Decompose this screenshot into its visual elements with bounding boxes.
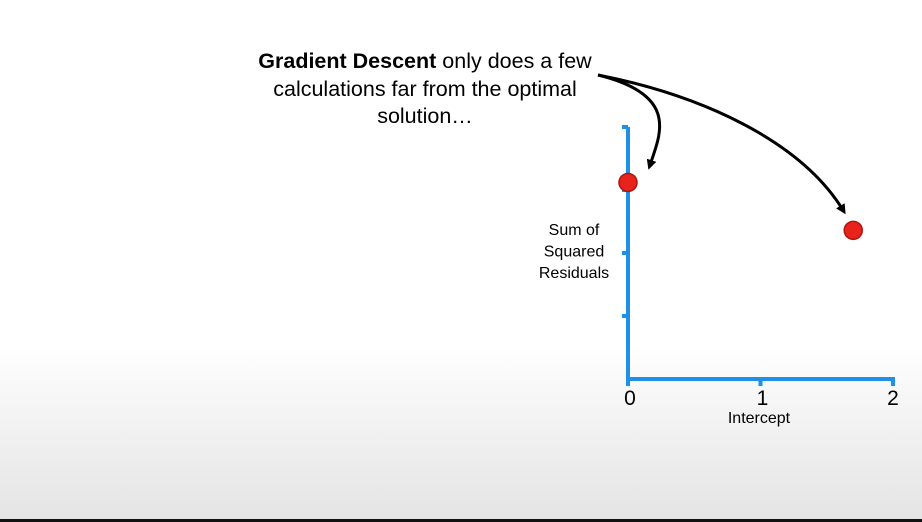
annotation-arrows: [597, 73, 846, 215]
x-tick-labels: 0 1 2: [624, 387, 899, 410]
axes: [622, 125, 895, 386]
y-axis-label-line: Squared: [544, 244, 605, 261]
x-tick-label: 1: [757, 387, 769, 410]
arrow-to-second-point: [597, 73, 846, 215]
annotation-rest: only does a few calculations far from th…: [273, 49, 592, 128]
y-axis-label-line: Sum of: [549, 222, 600, 239]
x-tick-label: 0: [624, 387, 636, 410]
annotation-bold: Gradient Descent: [258, 49, 437, 73]
x-axis-label: Intercept: [728, 410, 791, 427]
data-point: [618, 172, 638, 193]
annotation-text: Gradient Descent only does a few calcula…: [230, 48, 620, 131]
data-points: [618, 172, 863, 241]
x-tick-label: 2: [887, 387, 899, 410]
bottom-bar: [0, 519, 922, 522]
data-point: [843, 220, 863, 241]
arrow-to-first-point: [597, 73, 662, 170]
y-axis-label-line: Residuals: [539, 265, 609, 282]
